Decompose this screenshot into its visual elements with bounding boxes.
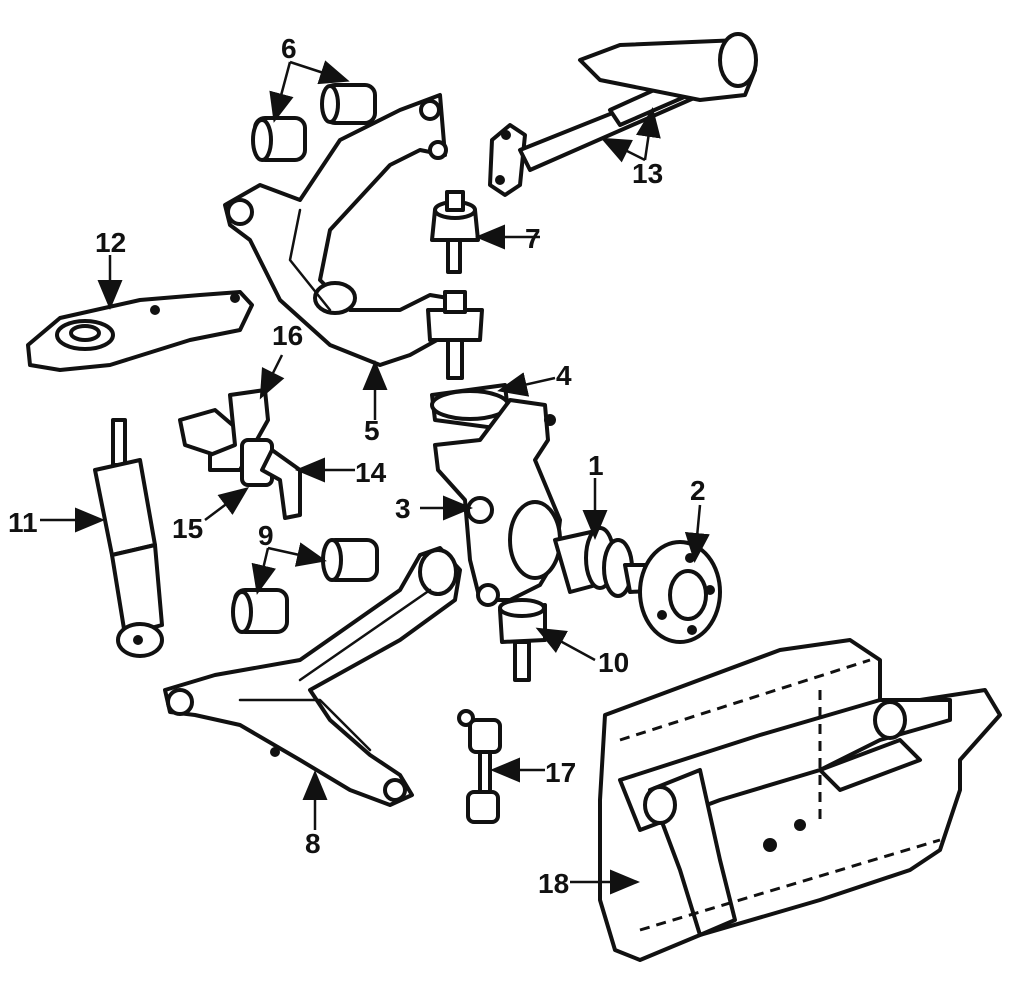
stabilizer-link-part bbox=[457, 709, 502, 824]
stabilizer-shaft-part bbox=[488, 32, 758, 197]
stabilizer-bracket-part bbox=[178, 388, 302, 520]
shock-absorber-part bbox=[93, 418, 164, 658]
callout-9: 9 bbox=[258, 520, 274, 551]
upper-bushings-part bbox=[251, 83, 377, 162]
callout-6: 6 bbox=[281, 33, 297, 64]
steering-knuckle-part bbox=[430, 383, 562, 607]
callout-1: 1 bbox=[588, 450, 604, 481]
callout-2: 2 bbox=[690, 475, 706, 506]
lower-ball-joint-part bbox=[498, 598, 547, 682]
wheel-hub-part bbox=[553, 526, 722, 644]
lower-bushings-part bbox=[231, 538, 379, 634]
lower-control-arm-part bbox=[163, 546, 462, 807]
callout-11: 11 bbox=[8, 507, 38, 538]
callout-7: 7 bbox=[525, 223, 541, 254]
crossmember-part bbox=[598, 638, 1002, 962]
callout-12: 12 bbox=[95, 227, 126, 258]
leader-lines bbox=[40, 60, 710, 895]
callout-8: 8 bbox=[305, 828, 321, 859]
upper-control-arm-part bbox=[223, 93, 462, 367]
callout-18: 18 bbox=[538, 868, 569, 899]
callout-17: 17 bbox=[545, 757, 576, 788]
callout-5: 5 bbox=[364, 415, 380, 446]
upper-ball-joint-part bbox=[430, 190, 480, 274]
callout-14: 14 bbox=[355, 457, 387, 488]
spring-seat-plate-part bbox=[26, 290, 254, 372]
callout-10: 10 bbox=[598, 647, 629, 678]
callout-3: 3 bbox=[395, 493, 411, 524]
callout-15: 15 bbox=[172, 513, 203, 544]
callout-4: 4 bbox=[556, 360, 572, 391]
middle-ball-joint-part bbox=[426, 290, 484, 380]
callout-16: 16 bbox=[272, 320, 303, 351]
callout-13: 13 bbox=[632, 158, 663, 189]
